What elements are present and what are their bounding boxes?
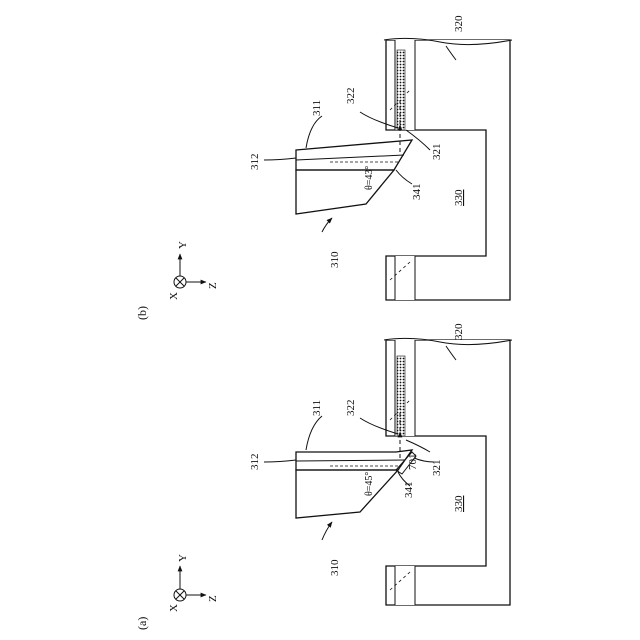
- axis-z-label: Z: [207, 282, 219, 289]
- label-701-a: 701: [407, 454, 419, 471]
- label-312-a: 312: [249, 454, 261, 471]
- label-311-b: 311: [311, 100, 323, 116]
- axis-x-label: X: [168, 292, 180, 300]
- axis-y-label: Y: [177, 241, 189, 249]
- label-330-b: 330: [453, 189, 465, 206]
- light-guide-310-b: [296, 140, 412, 214]
- film-321-b: [397, 50, 405, 130]
- label-312-b: 312: [249, 154, 261, 171]
- angle-label-a: θ=45°: [364, 472, 375, 496]
- axis-z-label: Z: [207, 595, 219, 602]
- label-310-a: 310: [329, 559, 341, 576]
- figure-b: Y Z X (b) 330: [135, 15, 512, 320]
- angle-label-b: θ=43°: [364, 166, 375, 190]
- label-320-b: 320: [453, 15, 465, 32]
- axis-indicator-a: Y Z X: [168, 554, 219, 612]
- label-341-b: 341: [411, 184, 423, 201]
- label-311-a: 311: [311, 400, 323, 416]
- label-341-a: 341: [403, 482, 415, 499]
- axis-x-label: X: [168, 604, 180, 612]
- axis-indicator-b: Y Z X: [168, 241, 219, 300]
- figure-a: Y Z X (a) 330: [135, 323, 512, 630]
- figure-caption-b: (b): [135, 306, 149, 320]
- axis-y-label: Y: [177, 554, 189, 562]
- label-322-a: 322: [345, 400, 357, 417]
- film-321-a: [397, 356, 405, 436]
- label-330-a: 330: [453, 495, 465, 512]
- label-320-a: 320: [453, 323, 465, 340]
- label-322-b: 322: [345, 88, 357, 105]
- light-guide-310-a: [296, 450, 416, 518]
- figure-caption-a: (a): [135, 617, 149, 630]
- label-321-b: 321: [431, 144, 443, 161]
- label-310-b: 310: [329, 251, 341, 268]
- substrate-320-b: [384, 38, 512, 300]
